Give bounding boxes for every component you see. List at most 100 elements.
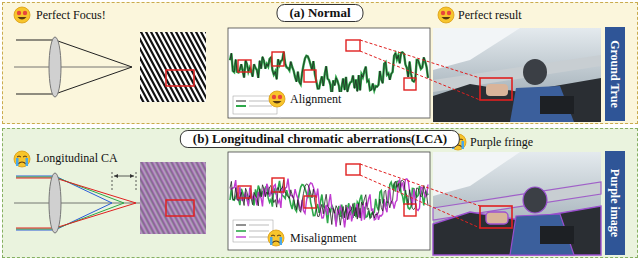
caption-text: Perfect Focus! <box>36 8 106 22</box>
illustration-part <box>249 101 272 102</box>
illustration-part <box>230 116 231 118</box>
illustration-part <box>268 230 284 246</box>
illustration-part <box>523 59 547 85</box>
illustration-part <box>249 231 269 232</box>
leader-line <box>360 164 480 228</box>
illustration-part <box>238 186 251 198</box>
illustration-part <box>272 52 284 66</box>
illustration-part <box>272 178 284 192</box>
illustration-part <box>540 96 574 114</box>
vertical-label: Purple image <box>608 169 622 237</box>
illustration-part <box>486 212 508 224</box>
illustration-part <box>360 175 480 228</box>
illustration-part <box>249 237 269 238</box>
illustration-part <box>236 225 246 226</box>
illustration-part <box>346 40 360 51</box>
illustration-part <box>447 11 451 15</box>
illustration-part <box>269 91 285 107</box>
panel-title: (a) Normal <box>276 4 363 22</box>
illustration-part <box>249 106 272 107</box>
happy-emoji <box>269 91 285 107</box>
illustration-part <box>195 32 206 102</box>
panel-ground <box>2 128 638 258</box>
illustration-part <box>236 101 246 102</box>
illustration-part <box>194 162 206 234</box>
illustration-part <box>17 156 27 157</box>
illustration-part <box>271 235 281 236</box>
illustration-part <box>14 151 30 167</box>
photo <box>433 28 601 122</box>
illustration-part <box>230 116 430 118</box>
illustration-part <box>273 101 282 104</box>
lens-figure <box>14 172 150 233</box>
red-box <box>480 78 512 100</box>
leader-line <box>360 40 480 100</box>
illustration-part <box>430 116 431 118</box>
red-box <box>166 200 194 216</box>
blurred-chart <box>140 162 206 234</box>
black-curve <box>230 52 428 98</box>
illustration-part <box>304 70 316 82</box>
illustration-part <box>195 162 206 234</box>
chart-legend <box>233 220 273 242</box>
illustration-part <box>270 237 273 245</box>
focus-chart <box>140 32 206 102</box>
illustration-part <box>14 7 466 246</box>
label-bar: Ground True <box>605 27 625 121</box>
illustration-part <box>330 116 331 118</box>
vertical-label: Ground True <box>608 40 622 108</box>
happy-emoji <box>438 7 454 23</box>
black-curve <box>230 180 428 225</box>
illustration-part <box>49 37 61 97</box>
illustration-part <box>280 237 283 245</box>
illustration-part <box>136 172 137 190</box>
illustration-part <box>442 17 451 20</box>
illustration-part <box>16 40 132 67</box>
illustration-part <box>433 78 601 122</box>
illustration-part <box>249 225 269 226</box>
illustration-part <box>433 28 520 70</box>
illustration-part <box>360 164 480 206</box>
panel-ground <box>2 2 638 124</box>
panel-title: (b) Longitudinal chromatic aberrations(L… <box>180 130 460 148</box>
illustration-part <box>16 158 19 166</box>
illustration-part <box>360 51 480 100</box>
illustration-part <box>404 78 416 90</box>
illustration-part <box>360 40 480 78</box>
illustration-part <box>18 17 27 20</box>
illustration-part <box>233 220 273 242</box>
illustration-part <box>190 32 206 102</box>
photo <box>433 152 601 255</box>
illustration-part <box>346 164 360 175</box>
illustration-part <box>236 230 246 232</box>
illustration-part <box>201 162 206 234</box>
illustration-part <box>130 174 134 178</box>
illustration-part <box>140 162 206 234</box>
green-curve <box>230 52 428 97</box>
crying-emoji <box>14 151 30 167</box>
illustration-part <box>200 32 206 102</box>
illustration-part <box>380 116 381 118</box>
illustration-part <box>112 172 113 190</box>
illustration-part <box>26 158 29 166</box>
illustration-part <box>404 204 416 216</box>
illustration-part <box>205 32 206 102</box>
status-text: Alignment <box>288 92 343 106</box>
illustration-part <box>200 162 206 234</box>
illustration-part <box>272 95 276 99</box>
illustration-part <box>16 177 124 203</box>
illustration-part <box>280 116 281 118</box>
illustration-part <box>540 226 574 244</box>
illustration-part <box>510 86 574 122</box>
illustration-part <box>140 32 206 102</box>
happy-emoji <box>14 7 30 23</box>
illustration-part <box>14 67 132 68</box>
illustration-part <box>199 162 206 234</box>
status-text: Misalignment <box>288 231 359 245</box>
caption-text: Perfect result <box>458 8 522 22</box>
red-box <box>166 70 194 86</box>
illustration-part <box>238 60 251 72</box>
illustration-part <box>49 173 61 233</box>
crying-emoji <box>268 230 284 246</box>
illustration-part <box>272 241 280 243</box>
